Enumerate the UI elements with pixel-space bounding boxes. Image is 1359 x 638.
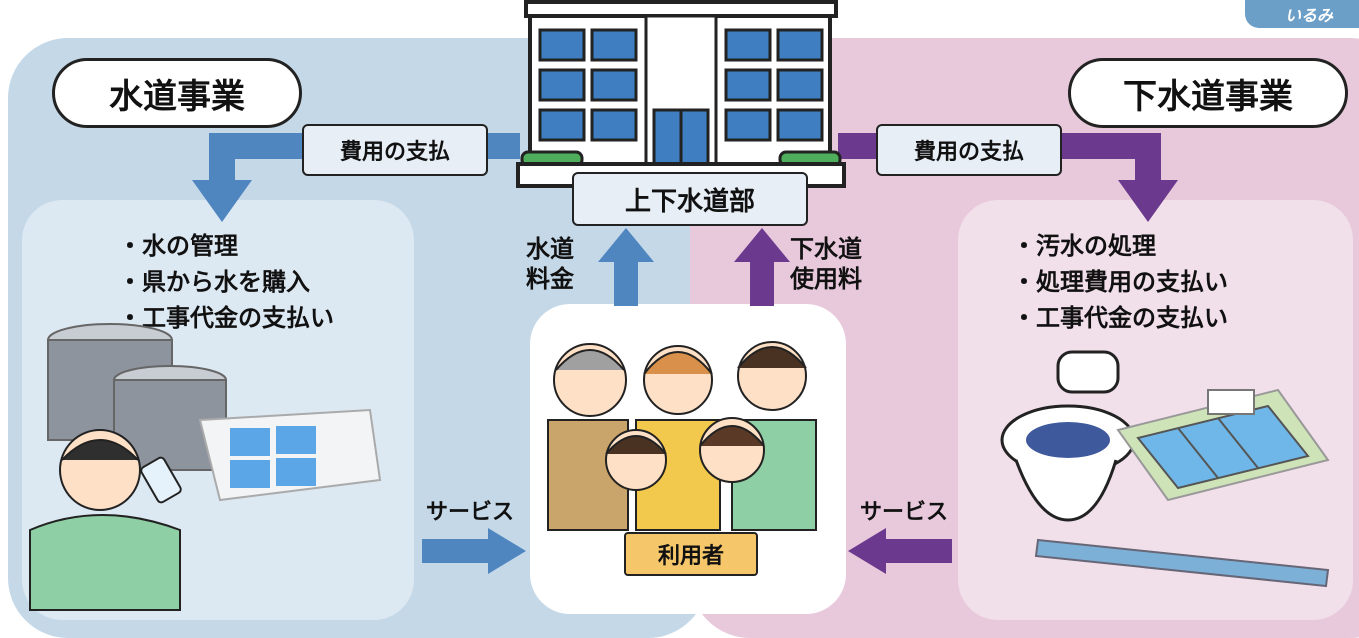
- department-label: 上下水道部: [572, 172, 808, 226]
- water-fee-label: 水道 料金: [526, 235, 574, 293]
- sewer-fee-label: 下水道 使用料: [790, 235, 862, 293]
- water-fee-arrow: [598, 228, 654, 306]
- sewer-service-arrow: [848, 528, 952, 574]
- sewer-activity-item: ・工事代金の支払い: [1012, 304, 1228, 332]
- sewage-facility-illustration: [1000, 350, 1330, 588]
- building-icon: [516, 0, 846, 188]
- sewer-fee-arrow: [734, 228, 790, 306]
- water-activity-item: ・県から水を購入: [118, 268, 310, 296]
- water-activities-list: ・水の管理 ・県から水を購入 ・工事代金の支払い: [118, 228, 334, 336]
- sewer-activity-item: ・汚水の処理: [1012, 232, 1156, 260]
- users-label: 利用者: [624, 532, 758, 576]
- water-activity-item: ・水の管理: [118, 232, 238, 260]
- water-facility-illustration: [29, 323, 382, 611]
- sewer-service-label: サービス: [860, 500, 949, 525]
- water-activity-item: ・工事代金の支払い: [118, 304, 334, 332]
- water-service-label: サービス: [426, 500, 515, 525]
- sewer-activities-list: ・汚水の処理 ・処理費用の支払い ・工事代金の支払い: [1012, 228, 1228, 336]
- corner-tag: いるみ: [1245, 0, 1359, 28]
- sewer-activity-item: ・処理費用の支払い: [1012, 268, 1228, 296]
- family-illustration: [547, 341, 817, 531]
- sewer-business-title: 下水道事業: [1068, 58, 1348, 128]
- water-business-title: 水道事業: [52, 58, 302, 128]
- water-service-arrow: [422, 528, 526, 574]
- water-payment-label: 費用の支払: [302, 124, 488, 176]
- sewer-payment-label: 費用の支払: [876, 124, 1062, 176]
